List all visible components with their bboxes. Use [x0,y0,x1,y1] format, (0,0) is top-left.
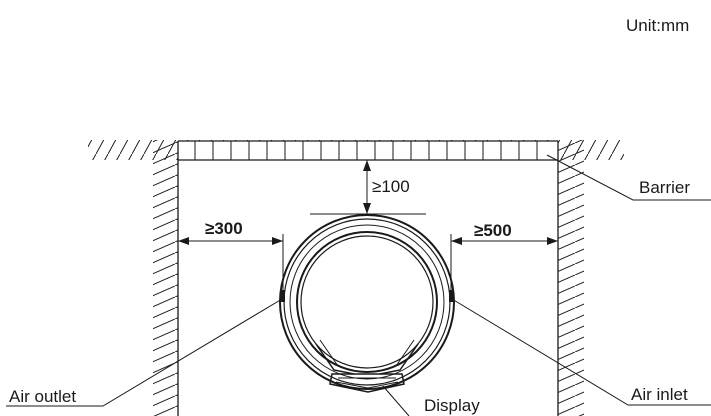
display-panel [329,373,405,393]
top-wall-hatch [88,140,624,161]
top-clearance-dimension [310,160,426,215]
air-inlet-grille [449,290,454,302]
unit-label: Unit:mm [626,16,689,35]
left-clearance-dimension [178,234,284,292]
display-label: Display [424,396,480,415]
left-clearance-value: ≥300 [205,219,243,238]
air-outlet-grille [280,290,285,302]
air-inlet-label: Air inlet [631,385,688,404]
right-clearance-dimension [450,234,558,292]
right-wall-hatch [557,140,584,416]
leader-lines [6,154,711,416]
air-outlet-label: Air outlet [9,387,76,406]
top-clearance-value: ≥100 [372,177,410,196]
right-clearance-value: ≥500 [474,221,512,240]
ac-unit [279,214,455,393]
left-wall-hatch [153,140,179,416]
barrier-label: Barrier [639,178,690,197]
